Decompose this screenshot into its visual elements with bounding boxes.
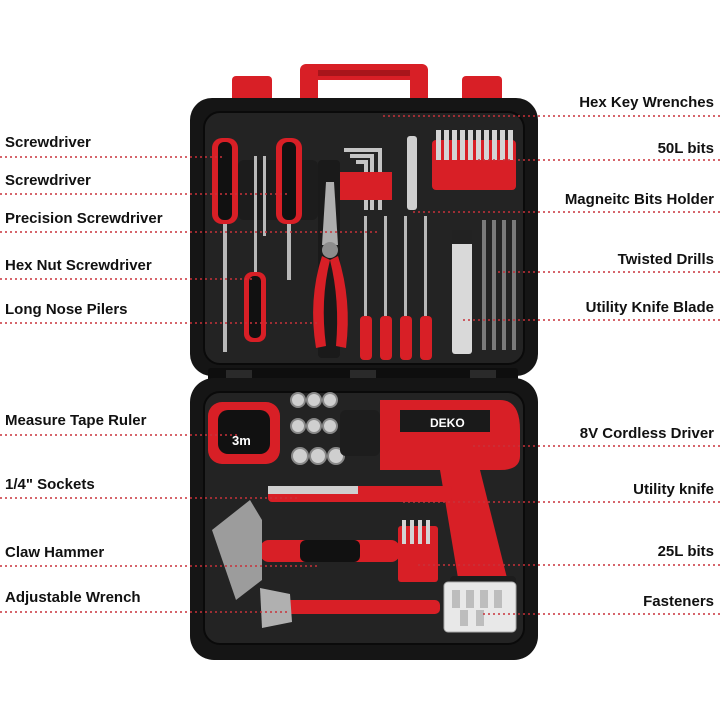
callout-screwdriver-2: Screwdriver [5, 172, 91, 189]
callout-hex-key-wrenches: Hex Key Wrenches [579, 94, 714, 111]
utility-knife [268, 486, 452, 502]
callout-adjustable-wrench: Adjustable Wrench [5, 589, 141, 606]
tape-measure: 3m [208, 402, 280, 464]
callout-fasteners: Fasteners [643, 593, 714, 610]
callout-utility-knife-blade: Utility Knife Blade [585, 299, 714, 316]
sockets [290, 392, 345, 465]
callout-hex-nut-screwdriver: Hex Nut Screwdriver [5, 257, 152, 274]
utility-knife-blade [452, 230, 472, 354]
callout-sockets: 1/4" Sockets [5, 476, 95, 493]
cordless-driver: DEKO [340, 400, 520, 594]
callout-measure-tape: Measure Tape Ruler [5, 412, 147, 429]
long-nose-pliers [313, 182, 348, 348]
callout-50l-bits: 50L bits [657, 140, 714, 157]
callout-magnetic-bits-holder: Magneitc Bits Holder [564, 191, 714, 208]
callout-twisted-drills: Twisted Drills [617, 251, 714, 268]
adjustable-wrench [260, 588, 440, 628]
callout-claw-hammer: Claw Hammer [5, 544, 105, 561]
callout-precision-screwdriver: Precision Screwdriver [5, 210, 163, 227]
magnetic-bits-holder [407, 136, 417, 210]
callout-long-nose-pliers: Long Nose Pilers [5, 301, 128, 318]
drill-brand-text: DEKO [430, 416, 465, 430]
precision-screwdrivers [360, 216, 432, 360]
bits-rack-50 [432, 130, 516, 190]
fasteners-box [443, 581, 517, 633]
screwdrivers [212, 138, 302, 352]
callout-screwdriver-1: Screwdriver [5, 134, 91, 151]
callout-cordless-driver: 8V Cordless Driver [579, 425, 714, 442]
tape-size-text: 3m [232, 433, 251, 448]
hex-key-wrenches [340, 148, 392, 210]
callout-25l-bits: 25L bits [657, 543, 714, 560]
callout-utility-knife: Utility knife [633, 481, 714, 498]
bits-rack-25 [398, 520, 438, 582]
twisted-drills [482, 220, 516, 350]
claw-hammer [212, 500, 400, 600]
